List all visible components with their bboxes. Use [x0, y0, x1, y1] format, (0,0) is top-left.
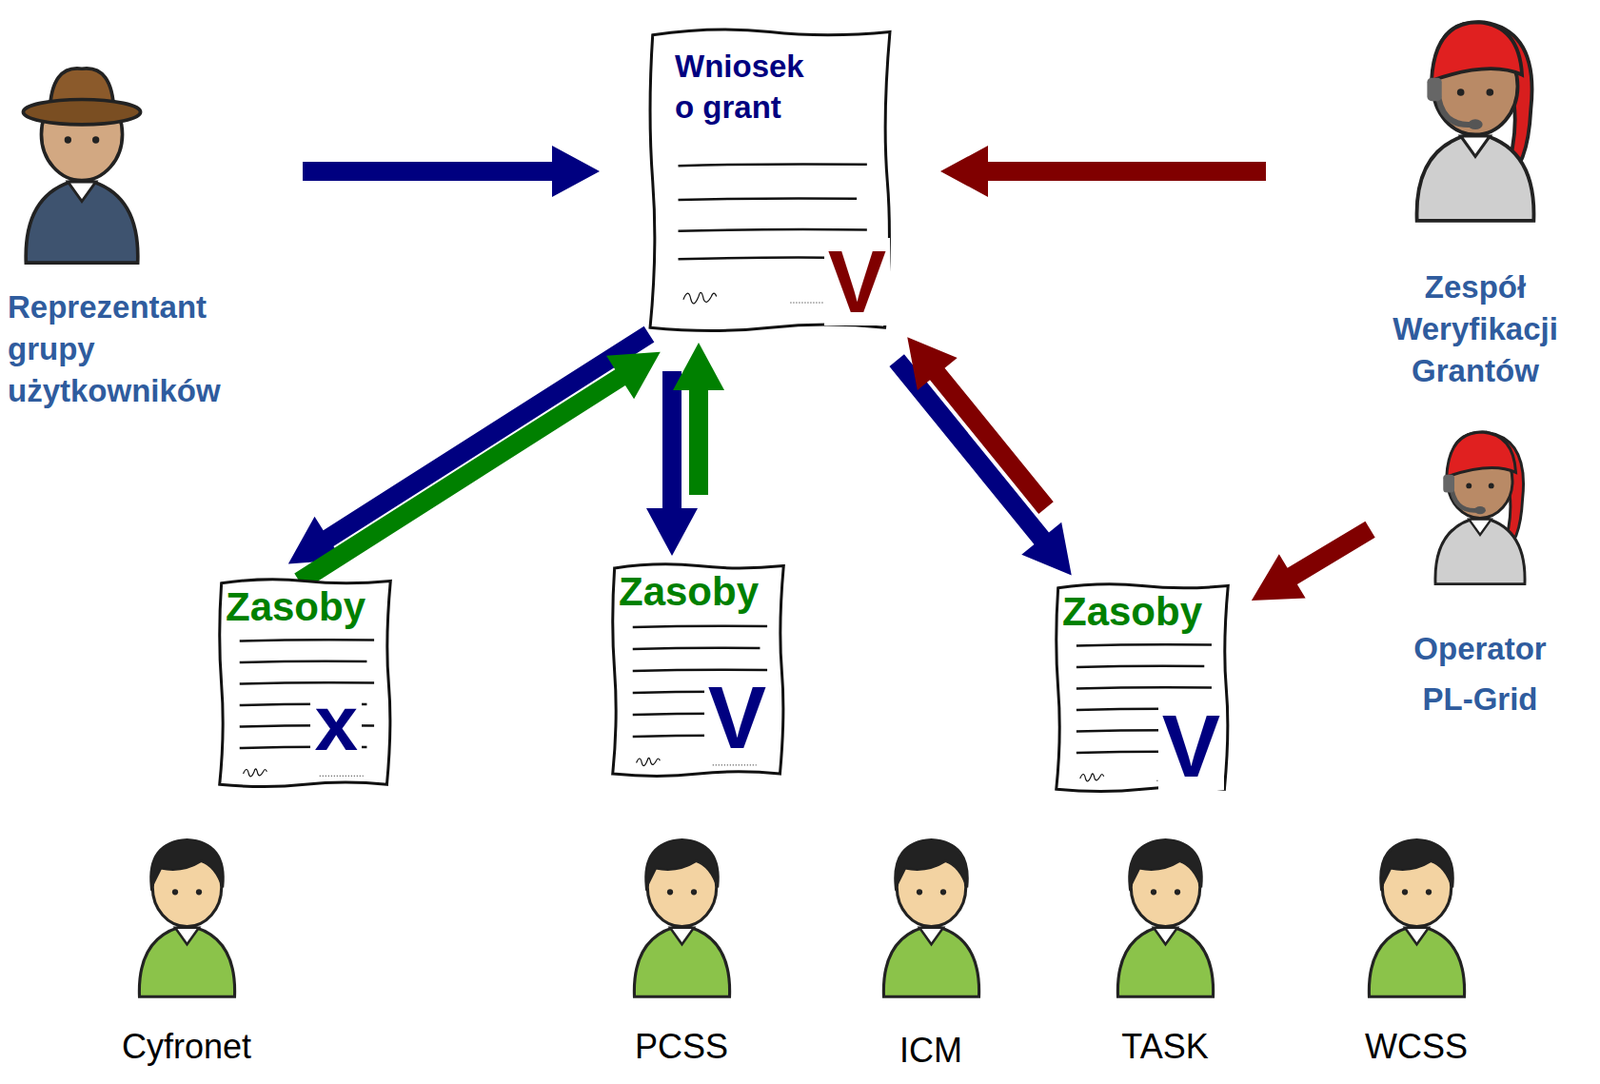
document-node: Zasoby x: [214, 576, 396, 791]
person-label: TASK: [1069, 1027, 1261, 1067]
document-node: ZasobyV: [607, 561, 790, 781]
person-icon: [1106, 814, 1225, 1006]
person-label: Cyfronet: [91, 1027, 282, 1067]
check-mark: V: [824, 237, 890, 326]
document-node: ZasobyV: [1050, 581, 1234, 796]
person-icon: [871, 814, 991, 1006]
person-node: Cyfronet: [91, 814, 282, 1067]
check-mark: V: [1158, 702, 1225, 791]
person-icon: [7, 56, 157, 266]
person-node: ICM: [835, 814, 1027, 1070]
check-mark: V: [704, 673, 771, 762]
person-icon: [1380, 4, 1571, 224]
person-label: Zespół Weryfikacji Grantów: [1361, 266, 1590, 393]
person-label: PCSS: [586, 1027, 777, 1067]
person-icon: [622, 814, 742, 1006]
flow-arrow: [288, 326, 654, 565]
person-node: Zespół Weryfikacji Grantów: [1361, 4, 1590, 393]
document-title: Zasoby: [1062, 589, 1223, 635]
document-node: Wniosek o grantV: [642, 25, 898, 337]
person-label: WCSS: [1321, 1027, 1512, 1067]
document-title: Zasoby: [225, 584, 385, 631]
person-node: PCSS: [586, 814, 777, 1067]
flow-arrow: [888, 354, 1071, 575]
flow-arrow: [1251, 521, 1376, 601]
person-node: Operator PL-Grid: [1384, 418, 1576, 726]
check-mark: x: [310, 684, 362, 763]
document-title: Zasoby: [618, 569, 778, 615]
person-node: TASK: [1069, 814, 1261, 1067]
flow-arrow: [294, 352, 660, 591]
person-label: Reprezentant grupy użytkowników: [7, 286, 265, 413]
person-node: WCSS: [1321, 814, 1512, 1067]
person-label: ICM: [835, 1031, 1027, 1070]
person-icon: [127, 814, 247, 1006]
flow-arrow: [302, 145, 600, 198]
flow-arrow: [907, 336, 1054, 514]
flow-arrow: [672, 342, 725, 495]
document-title: Wniosek o grant: [674, 46, 818, 129]
flow-arrow: [940, 145, 1266, 198]
person-icon: [1403, 418, 1557, 587]
person-node: Reprezentant grupy użytkowników: [7, 56, 265, 413]
person-icon: [1357, 814, 1477, 1006]
person-label: Operator PL-Grid: [1384, 624, 1576, 726]
